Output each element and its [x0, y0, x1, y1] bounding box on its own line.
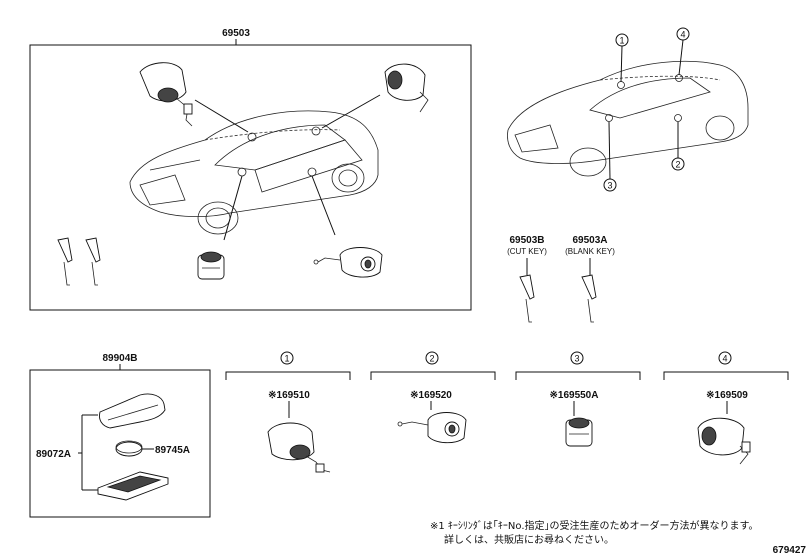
- sub-part-3-number: ※169550A: [550, 390, 599, 401]
- svg-text:2: 2: [675, 160, 680, 170]
- sub-part-4-door-lock-cylinder: [697, 417, 751, 465]
- blank-key-part-number: 69503A: [572, 235, 607, 246]
- sub-part-2-header: 2: [370, 351, 496, 380]
- transmitter-case-top: [99, 393, 166, 429]
- main-car-illustration: [129, 110, 379, 235]
- footnote-line-1: ※1 ｷｰｼﾘﾝﾀﾞは｢ｷｰNo.指定｣の受注生産のためオーダー方法が異なります…: [430, 519, 759, 532]
- battery: [115, 440, 143, 457]
- callout-2-location: 2: [671, 122, 685, 171]
- transmitter-box: [29, 369, 211, 518]
- sub-part-1-header: 1: [225, 351, 351, 380]
- svg-text:4: 4: [722, 354, 727, 364]
- main-car-pointers: [194, 94, 381, 241]
- cut-key-illustration: [519, 274, 535, 323]
- sub-part-4-header: 4: [663, 351, 789, 380]
- sub-part-1-number: ※169510: [268, 390, 310, 401]
- blank-key-description: (BLANK KEY): [565, 247, 615, 256]
- callout-4-location: 4: [676, 27, 690, 76]
- svg-text:3: 3: [607, 181, 612, 191]
- case-bracket: [78, 414, 98, 491]
- svg-text:3: 3: [574, 354, 579, 364]
- case-part-number: 89072A: [36, 449, 71, 460]
- sub-part-4-number: ※169509: [706, 390, 748, 401]
- diagram-id: 679427: [773, 545, 807, 556]
- sub-part-3-header: 3: [515, 351, 641, 380]
- door-lock-cylinder-left: [139, 62, 193, 127]
- ignition-cylinder: [197, 251, 225, 280]
- svg-text:4: 4: [680, 30, 685, 40]
- cut-key-description: (CUT KEY): [507, 247, 547, 256]
- cut-key-part-number: 69503B: [509, 235, 544, 246]
- footnote-line-2: 詳しくは、共販店にお尋ねください。: [444, 533, 614, 546]
- keys-in-assembly: [57, 237, 101, 286]
- transmitter-assembly-part-number: 89904B: [102, 353, 137, 364]
- sub-part-2-number: ※169520: [410, 390, 452, 401]
- sub-part-3-ignition-cylinder: [565, 417, 593, 447]
- location-car-illustration: [507, 60, 749, 177]
- callout-1-location: 1: [615, 33, 629, 83]
- battery-part-number: 89745A: [155, 445, 190, 456]
- assembly-part-number: 69503: [222, 28, 250, 39]
- sub-part-1-door-lock-cylinder: [267, 422, 331, 473]
- transmitter-case-bottom: [97, 471, 169, 501]
- svg-text:1: 1: [619, 36, 624, 46]
- callout-3-location: 3: [603, 121, 617, 192]
- svg-text:1: 1: [284, 354, 289, 364]
- door-lock-cylinder-right: [384, 63, 429, 113]
- trunk-lock-cylinder: [313, 247, 383, 278]
- blank-key-illustration: [581, 274, 597, 323]
- sub-part-2-trunk-lock-cylinder: [397, 412, 467, 444]
- assembly-box: [29, 44, 472, 311]
- svg-text:2: 2: [429, 354, 434, 364]
